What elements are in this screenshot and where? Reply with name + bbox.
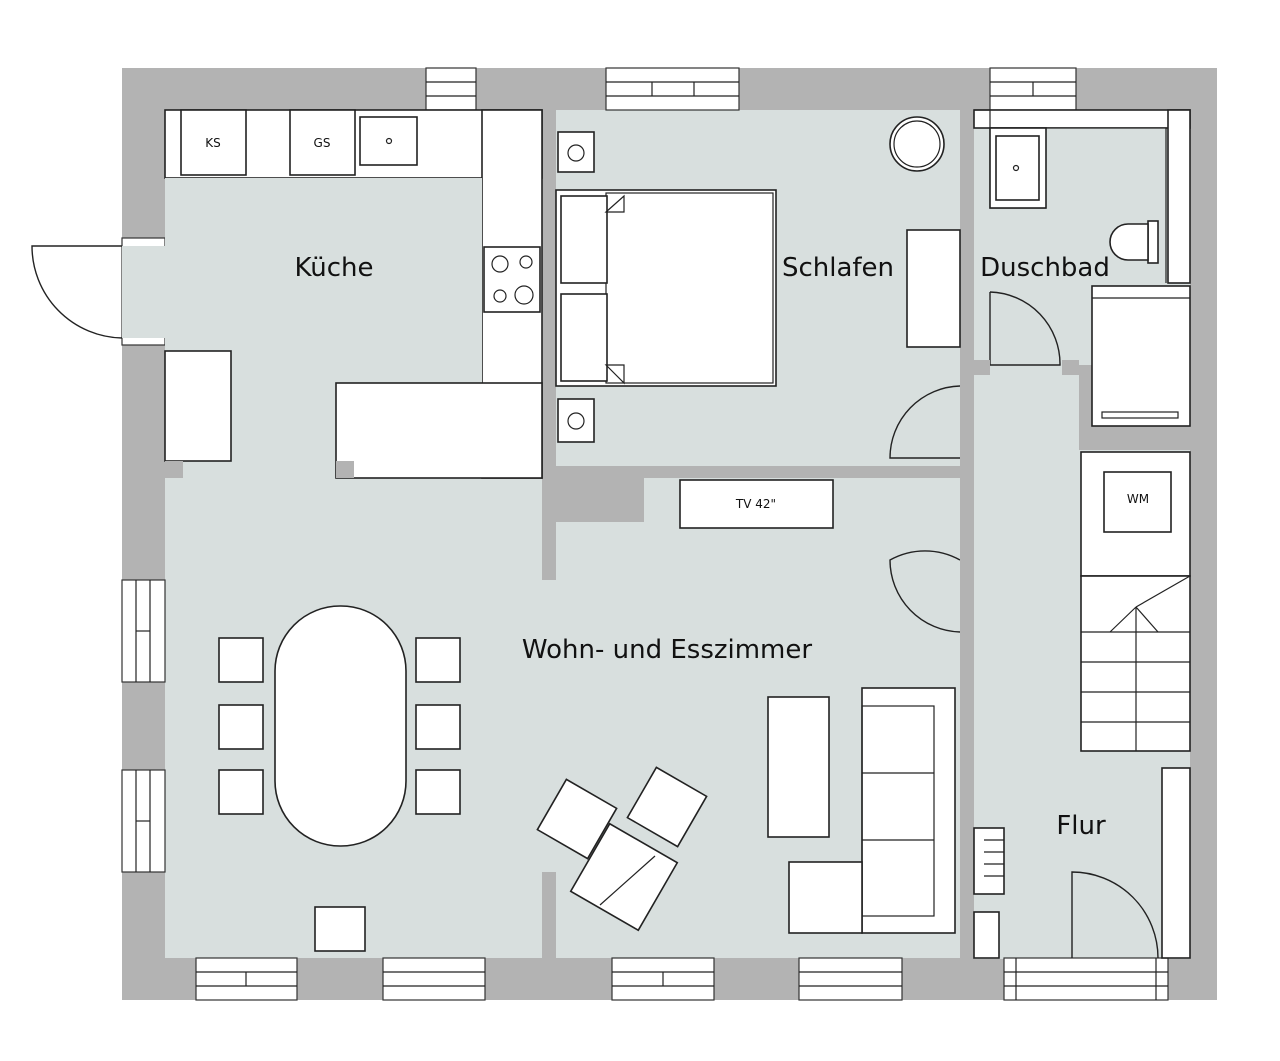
toilet <box>1109 220 1159 264</box>
fridge: KS <box>180 109 247 176</box>
window-left-1 <box>121 579 166 683</box>
nightstand-top <box>557 131 595 173</box>
room-label-bedroom: Schlafen <box>782 253 894 283</box>
hall-small-box <box>973 911 1000 959</box>
lower-divider-column <box>542 872 556 886</box>
bedroom-door <box>889 385 961 459</box>
wall-living-hall <box>960 110 974 958</box>
kitchen-column <box>165 461 183 478</box>
bath-door-jamb-left <box>974 360 990 375</box>
bed <box>555 189 777 387</box>
coat-cabinet <box>1161 767 1191 959</box>
window-bottom-1 <box>195 957 298 1001</box>
kitchen-side-cabinet <box>164 350 232 462</box>
window-bottom-4 <box>798 957 903 1001</box>
hall-door-jamb-1 <box>960 378 974 386</box>
hall-door-jamb-3 <box>960 552 974 560</box>
bathroom-fixtures <box>973 109 1191 284</box>
cooktop <box>483 246 541 313</box>
shower <box>1091 285 1191 427</box>
room-label-hallway: Flur <box>1056 811 1106 841</box>
entrance-door <box>31 237 166 346</box>
wall-lower-divider <box>542 872 556 958</box>
sofa <box>788 687 956 934</box>
washing-machine: WM <box>1080 451 1191 577</box>
room-label-bathroom: Duschbad <box>980 253 1110 283</box>
wall-kitchen-bedroom <box>542 110 556 580</box>
window-bottom-5 <box>1003 957 1169 1001</box>
washbasin <box>995 135 1040 201</box>
wardrobe <box>906 229 961 348</box>
tv-label: TV 42" <box>735 497 776 511</box>
room-label-kitchen: Küche <box>294 253 373 283</box>
kitchen-column-2 <box>336 461 354 478</box>
cabinet-left <box>556 478 644 522</box>
window-top-2 <box>605 67 740 111</box>
coffee-table <box>767 696 830 838</box>
window-bottom-2 <box>382 957 486 1001</box>
hall-door-jamb-4 <box>960 632 974 640</box>
tv-stand: TV 42" <box>679 479 834 529</box>
dining-chairs <box>218 637 461 952</box>
room-label-living: Wohn- und Esszimmer <box>522 635 812 665</box>
radiator <box>973 827 1005 895</box>
window-top-3 <box>989 67 1077 111</box>
dishwasher-label: GS <box>314 136 331 150</box>
lounge-chairs <box>536 766 708 932</box>
hall-door-jamb-2 <box>960 458 974 466</box>
nightstand-bottom <box>557 398 595 443</box>
dining-table <box>274 605 407 847</box>
window-top-1 <box>425 67 477 111</box>
bath-door-jamb-right <box>1062 360 1079 375</box>
front-door <box>1071 871 1159 959</box>
living-door <box>889 550 961 633</box>
window-bottom-3 <box>611 957 715 1001</box>
mid-divider-column <box>542 568 556 580</box>
dishwasher: GS <box>289 109 356 176</box>
round-stool <box>889 116 945 172</box>
window-left-2 <box>121 769 166 873</box>
kitchen-sink <box>359 116 418 166</box>
wall-bedroom-living <box>542 466 974 478</box>
washer-label: WM <box>1127 492 1149 506</box>
fridge-label: KS <box>205 136 221 150</box>
staircase <box>1080 575 1191 752</box>
bathroom-door <box>989 291 1061 366</box>
